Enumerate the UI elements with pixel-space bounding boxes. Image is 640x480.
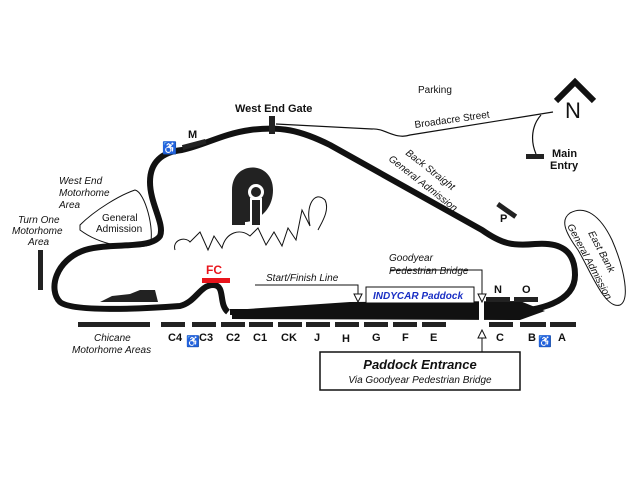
section-label-c2: C2 — [226, 332, 240, 344]
section-bar-p — [496, 202, 518, 219]
section-label-g: G — [372, 332, 381, 344]
west-end-motorhome-label: West End — [59, 176, 103, 187]
west-end-motorhome-label-2: Motorhome — [59, 188, 110, 199]
general-admission-area — [79, 189, 152, 248]
north-arrow-icon — [553, 77, 597, 104]
general-admission-label: General — [102, 213, 138, 224]
race-track — [51, 125, 578, 315]
speedway-logo — [232, 167, 273, 225]
west-end-gate-marker — [269, 116, 275, 134]
paddock-entrance-title: Paddock Entrance — [363, 357, 476, 372]
start-finish-arrow-icon — [353, 293, 363, 304]
paddock-entrance-box — [319, 351, 521, 391]
goodyear-label: Goodyear — [389, 253, 434, 264]
west-end-gate-label: West End Gate — [235, 103, 312, 115]
west-end-motorhome-label-3: Area — [58, 200, 81, 211]
section-label-a: A — [558, 332, 566, 344]
section-bar-m — [181, 138, 207, 151]
chicane-label: Chicane — [94, 333, 131, 344]
section-label-h: H — [342, 333, 350, 345]
indycar-paddock-box — [365, 286, 475, 304]
fc-bar — [202, 278, 230, 283]
section-label-n: N — [494, 284, 502, 296]
main-entry-marker — [526, 154, 544, 159]
fc-label: FC — [206, 263, 222, 277]
trees-illustration — [174, 196, 328, 252]
section-label-f: F — [402, 332, 409, 344]
start-finish-label: Start/Finish Line — [266, 273, 339, 284]
section-label-c: C — [496, 332, 504, 344]
paddock-entrance-arrow-icon — [477, 328, 487, 339]
goodyear-label-2: Pedestrian Bridge — [389, 266, 469, 277]
turn-one-marker — [38, 250, 43, 290]
section-label-c4: C4 — [168, 332, 183, 344]
turn-one-label: Turn One — [18, 215, 60, 226]
indycar-paddock-label: INDYCAR Paddock — [373, 291, 463, 302]
main-entry-road — [531, 114, 542, 155]
north-label: N — [565, 98, 581, 123]
chicane-label-2: Motorhome Areas — [72, 345, 151, 356]
section-label-j: J — [314, 332, 320, 344]
east-bank-area — [564, 209, 626, 306]
parking-label: Parking — [418, 85, 452, 96]
wheelchair-icon: ♿ — [538, 335, 552, 348]
paddock-entrance-subtitle: Via Goodyear Pedestrian Bridge — [348, 375, 492, 386]
section-label-ck: CK — [281, 332, 297, 344]
section-bar-o — [514, 297, 538, 302]
section-label-c1: C1 — [253, 332, 267, 344]
pit-lane-area — [232, 301, 545, 320]
section-bar-n — [486, 297, 510, 302]
section-label-b: B — [528, 332, 536, 344]
section-label-o: O — [522, 284, 531, 296]
race-car-icon — [100, 290, 158, 302]
main-entry-label: Main — [552, 148, 577, 160]
broadacre-street — [275, 111, 554, 137]
general-admission-label-2: Admission — [96, 224, 142, 235]
section-label-c3: C3 — [199, 332, 213, 344]
wheelchair-icon: ♿ — [162, 141, 177, 155]
section-label-e: E — [430, 332, 437, 344]
bridge-pointer — [390, 269, 483, 298]
start-finish-pointer — [255, 284, 359, 298]
section-label-m: M — [188, 129, 197, 141]
bridge-arrow-icon — [477, 293, 487, 304]
turn-one-label-3: Area — [27, 237, 50, 248]
grandstand-sections — [78, 322, 576, 327]
turn-one-label-2: Motorhome — [12, 226, 63, 237]
main-entry-label-2: Entry — [550, 160, 579, 172]
wheelchair-icon: ♿ — [186, 335, 200, 348]
section-label-p: P — [500, 213, 507, 225]
